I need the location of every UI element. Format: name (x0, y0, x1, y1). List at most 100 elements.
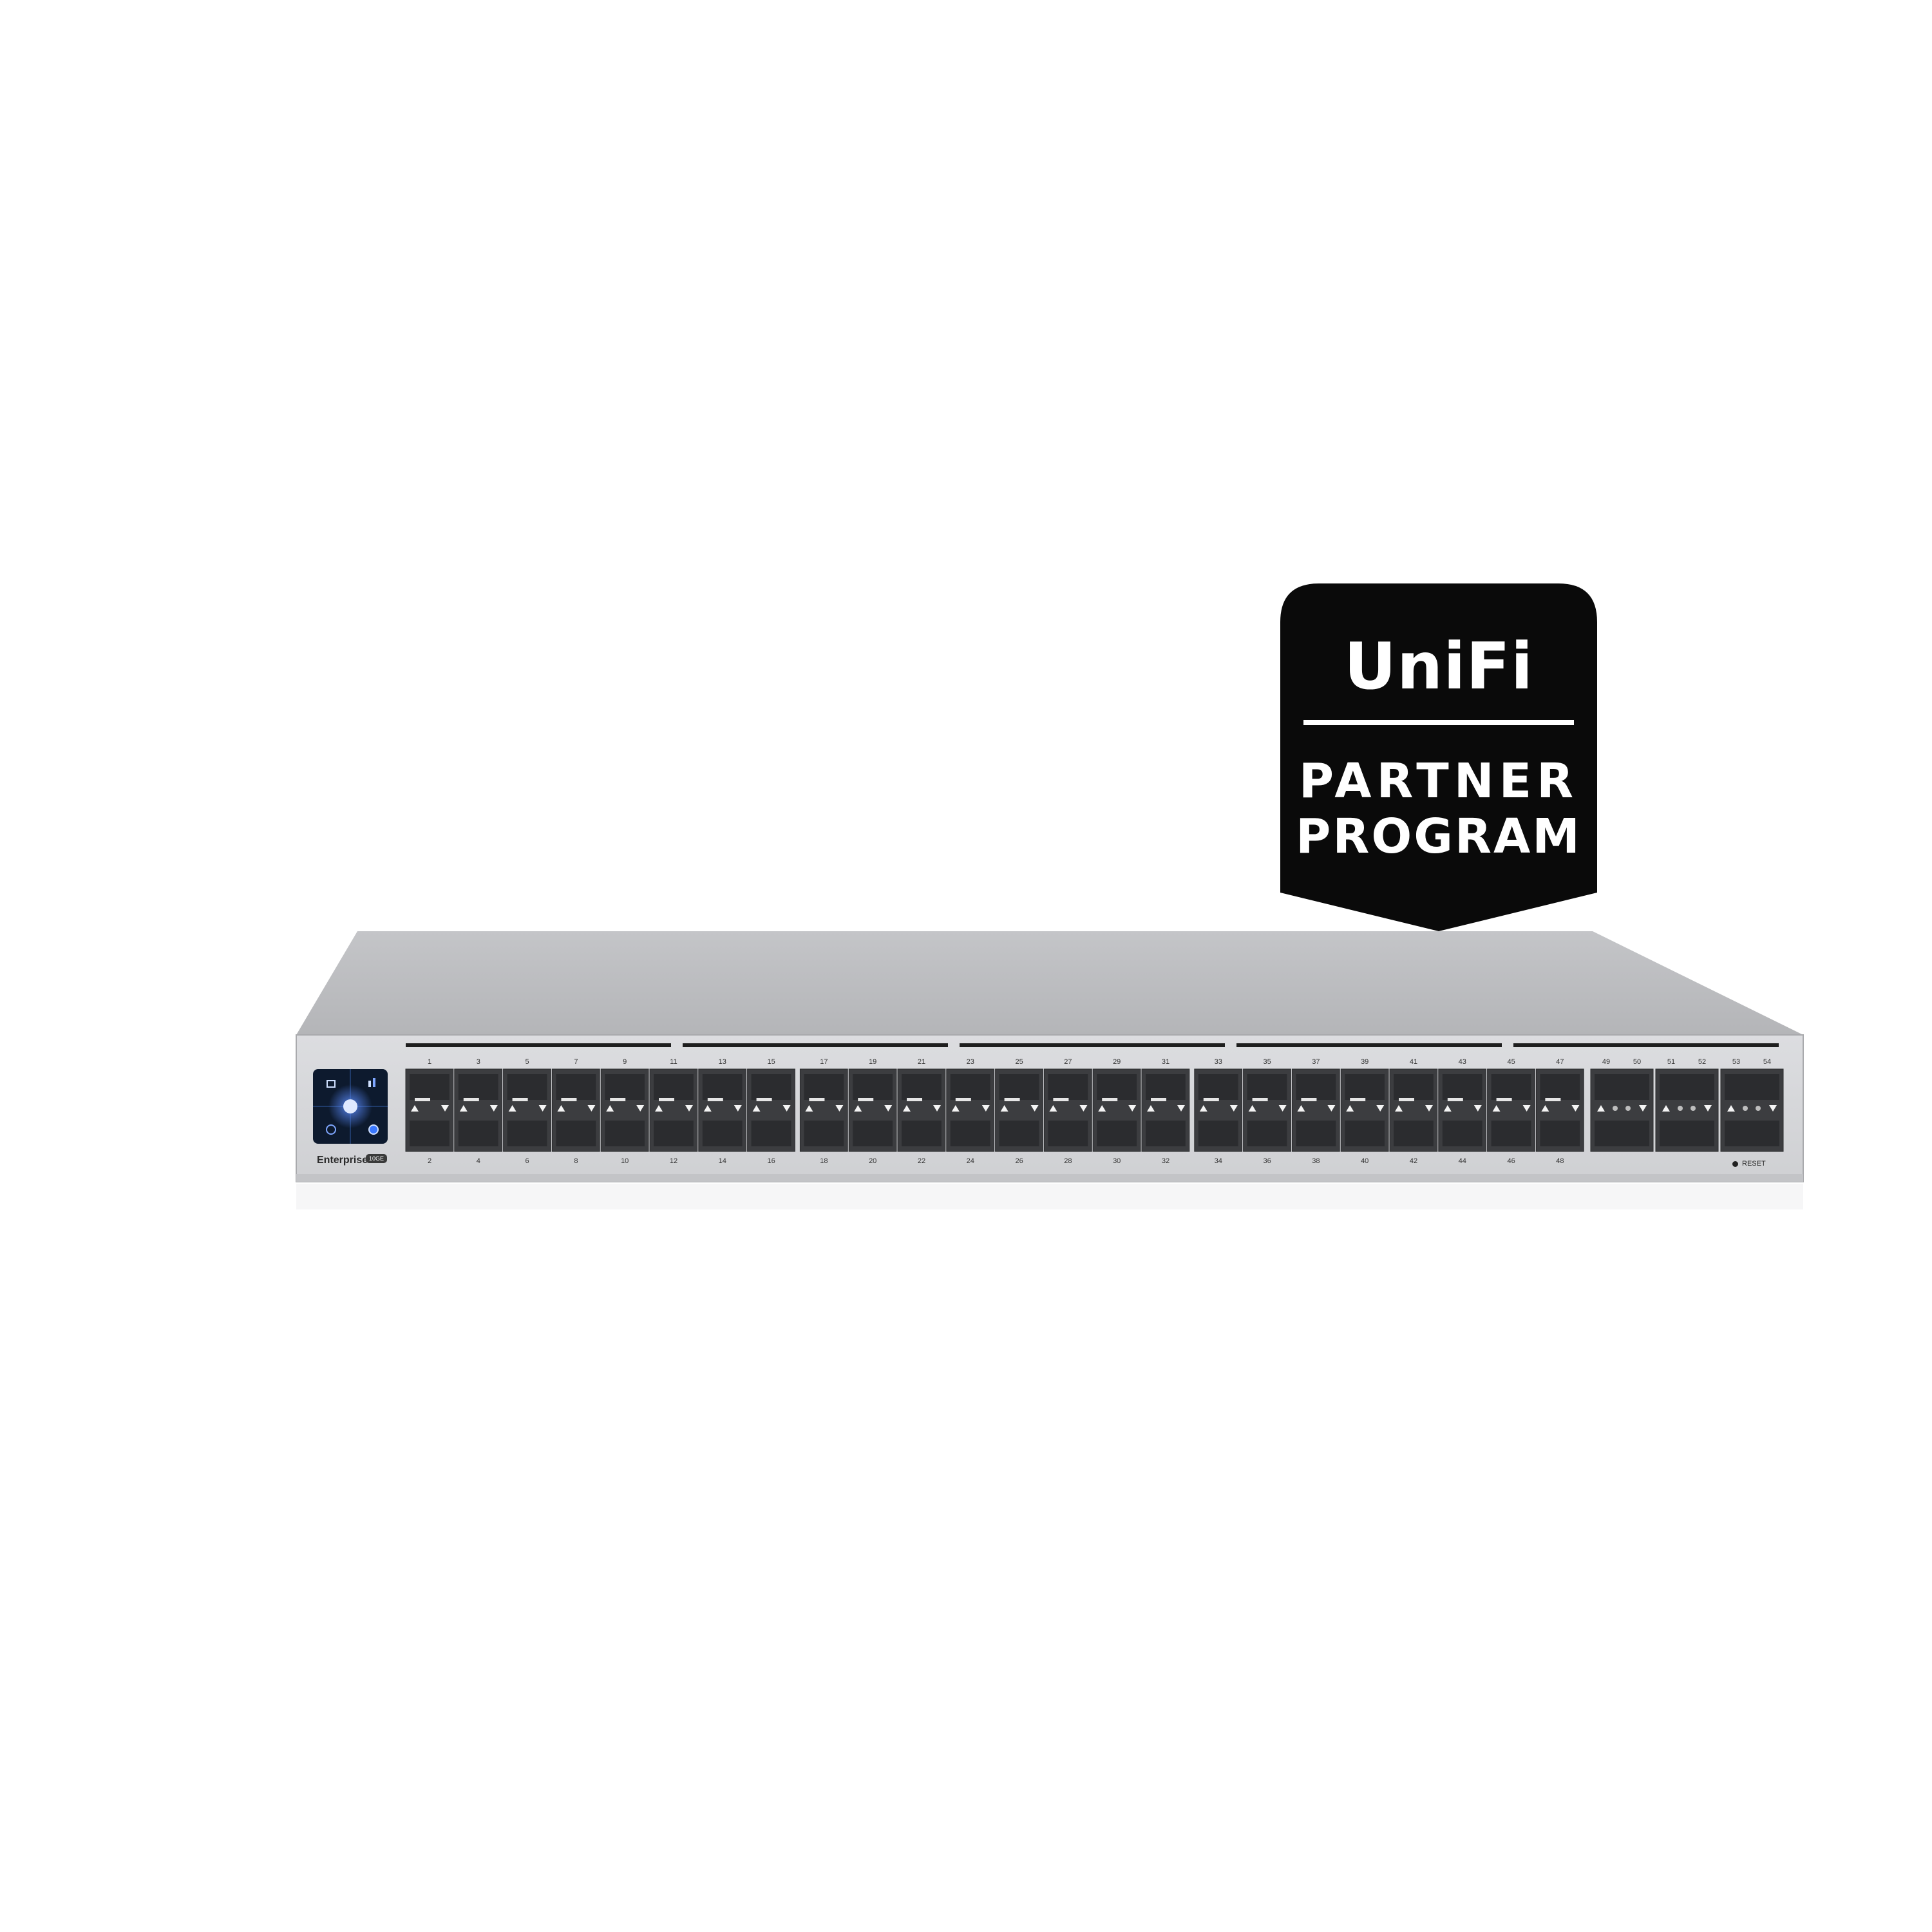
sfp-port-35[interactable] (1247, 1074, 1287, 1100)
up-arrow-icon (557, 1105, 565, 1112)
sfp-port-1[interactable] (410, 1074, 450, 1100)
sfp-port-18[interactable] (804, 1121, 844, 1146)
port-latch (707, 1098, 723, 1101)
link-led (1678, 1106, 1683, 1111)
sfp-port-5[interactable] (507, 1074, 547, 1100)
port-latch (1447, 1098, 1463, 1101)
sfp-port-14[interactable] (702, 1121, 743, 1146)
port-number-top: 47 (1556, 1058, 1564, 1066)
sfp-port-22[interactable] (902, 1121, 942, 1146)
sfp-port-6[interactable] (507, 1121, 547, 1146)
uplink-port-50[interactable] (1595, 1121, 1649, 1146)
sfp-port-16[interactable] (751, 1121, 791, 1146)
sfp-cage (551, 1068, 600, 1152)
link-led (1690, 1106, 1696, 1111)
sfp-cage (1438, 1068, 1487, 1152)
sfp-port-47[interactable] (1540, 1074, 1580, 1100)
sfp-port-41[interactable] (1394, 1074, 1434, 1100)
port-latch (1350, 1098, 1366, 1101)
sfp-port-33[interactable] (1198, 1074, 1238, 1100)
touch-center-icon[interactable] (343, 1099, 357, 1113)
link-led (1625, 1106, 1631, 1111)
sfp-port-17[interactable] (804, 1074, 844, 1100)
settings-icon[interactable] (368, 1124, 379, 1135)
uplink-number: 49 (1602, 1058, 1610, 1066)
down-arrow-icon (489, 1105, 498, 1112)
uplink-port-54[interactable] (1725, 1121, 1779, 1146)
sfp-cage (503, 1068, 551, 1152)
uplink-port-52[interactable] (1660, 1121, 1714, 1146)
sfp-port-10[interactable] (605, 1121, 645, 1146)
badge-shape (1280, 583, 1597, 931)
port-number-bottom: 24 (967, 1157, 974, 1165)
up-arrow-icon (411, 1105, 419, 1112)
sfp-port-2[interactable] (410, 1121, 450, 1146)
sfp-port-27[interactable] (1048, 1074, 1088, 1100)
sfp-port-42[interactable] (1394, 1121, 1434, 1146)
sfp-port-7[interactable] (556, 1074, 596, 1100)
sfp-port-29[interactable] (1097, 1074, 1137, 1100)
sfp-port-12[interactable] (654, 1121, 694, 1146)
down-arrow-icon (981, 1105, 990, 1112)
sfp-port-24[interactable] (950, 1121, 990, 1146)
uplink-port-53[interactable] (1725, 1074, 1779, 1100)
sfp-cage (649, 1068, 698, 1152)
network-icon[interactable] (327, 1080, 336, 1088)
down-arrow-icon (1177, 1105, 1185, 1112)
port-number-bottom: 20 (869, 1157, 876, 1165)
sfp-port-39[interactable] (1345, 1074, 1385, 1100)
uplink-cage (1655, 1068, 1719, 1152)
up-arrow-icon (1049, 1105, 1057, 1112)
sfp-port-21[interactable] (902, 1074, 942, 1100)
uplink-port-49[interactable] (1595, 1074, 1649, 1100)
sfp-port-34[interactable] (1198, 1121, 1238, 1146)
sfp-port-3[interactable] (458, 1074, 498, 1100)
sfp-port-28[interactable] (1048, 1121, 1088, 1146)
sfp-port-15[interactable] (751, 1074, 791, 1100)
port-labels: 1234567891011121314151617181920212223242… (428, 1058, 1771, 1165)
sfp-port-8[interactable] (556, 1121, 596, 1146)
sfp-port-31[interactable] (1146, 1074, 1186, 1100)
sfp-cage (848, 1068, 897, 1152)
sfp-port-43[interactable] (1442, 1074, 1482, 1100)
up-arrow-icon (703, 1105, 712, 1112)
sfp-port-32[interactable] (1146, 1121, 1186, 1146)
sfp-port-26[interactable] (999, 1121, 1039, 1146)
sfp-port-38[interactable] (1296, 1121, 1336, 1146)
sfp-port-30[interactable] (1097, 1121, 1137, 1146)
down-arrow-icon (1639, 1105, 1647, 1112)
reset-button[interactable] (1732, 1161, 1738, 1167)
sfp-port-11[interactable] (654, 1074, 694, 1100)
sfp-port-48[interactable] (1540, 1121, 1580, 1146)
chart-icon[interactable] (368, 1081, 371, 1087)
sfp-port-36[interactable] (1247, 1121, 1287, 1146)
sfp-port-44[interactable] (1442, 1121, 1482, 1146)
port-number-bottom: 2 (428, 1157, 431, 1165)
port-number-bottom: 40 (1361, 1157, 1368, 1165)
sfp-cage (1043, 1068, 1092, 1152)
port-number-top: 21 (918, 1058, 925, 1066)
sfp-port-40[interactable] (1345, 1121, 1385, 1146)
port-number-top: 35 (1263, 1058, 1271, 1066)
touch-display[interactable] (313, 1069, 388, 1144)
up-arrow-icon (1541, 1105, 1549, 1112)
port-latch (561, 1098, 577, 1101)
sfp-port-9[interactable] (605, 1074, 645, 1100)
sfp-port-13[interactable] (702, 1074, 743, 1100)
sfp-port-45[interactable] (1491, 1074, 1531, 1100)
port-number-bottom: 4 (477, 1157, 480, 1165)
uplink-port-51[interactable] (1660, 1074, 1714, 1100)
info-icon[interactable] (326, 1124, 336, 1135)
sfp-port-37[interactable] (1296, 1074, 1336, 1100)
port-number-bottom: 36 (1263, 1157, 1271, 1165)
port-number-top: 5 (526, 1058, 529, 1066)
sfp-port-25[interactable] (999, 1074, 1039, 1100)
port-number-top: 29 (1113, 1058, 1121, 1066)
sfp-port-20[interactable] (853, 1121, 893, 1146)
sfp-port-4[interactable] (458, 1121, 498, 1146)
sfp-port-19[interactable] (853, 1074, 893, 1100)
sfp-port-23[interactable] (950, 1074, 990, 1100)
sfp-port-46[interactable] (1491, 1121, 1531, 1146)
port-number-top: 9 (623, 1058, 627, 1066)
port-latch (415, 1098, 430, 1101)
